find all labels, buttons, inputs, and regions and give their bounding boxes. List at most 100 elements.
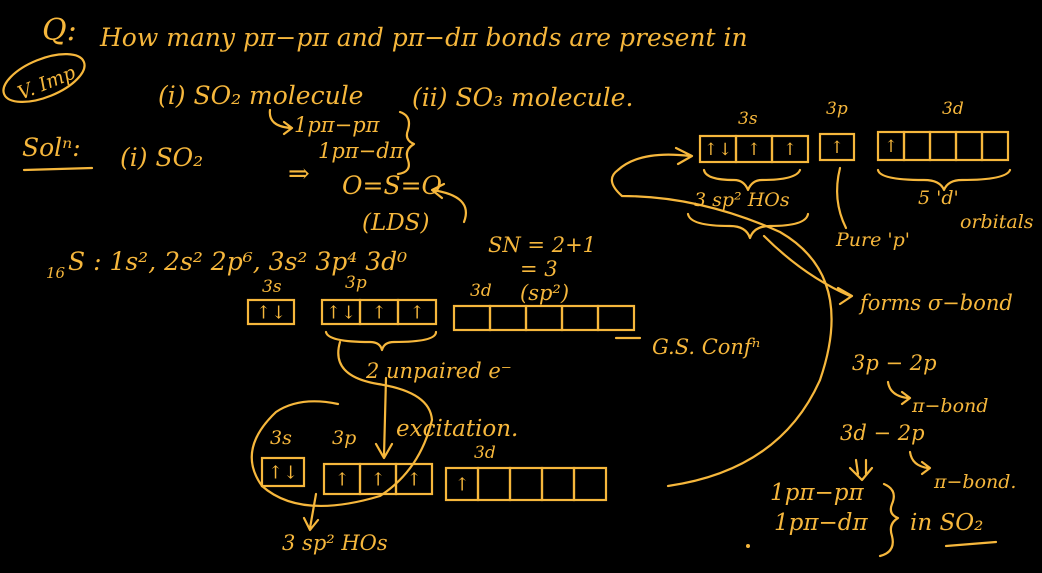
steric-number-value: = 3 [520,257,558,281]
steric-number: SN = 2+1 [488,233,596,257]
pp-overlap: 3p − 2p [852,351,937,375]
orbital-cell [572,466,608,502]
excitation-label: excitation. [396,416,518,442]
final-in-so2: in SO₂ [910,510,983,536]
electron-arrow: ↑ [747,140,761,160]
orbital-cell [508,466,544,502]
answer-pp: 1pπ−pπ [294,113,381,137]
es-hybrid-arrow [302,492,320,532]
solution-underline [22,166,94,172]
excitation-arrow [374,376,394,460]
orbital-cell [476,466,512,502]
lds-arrow [430,182,467,224]
orbital-cell [260,456,306,488]
gs-3d-orbital-box [452,304,636,332]
answer-hook-arrow [268,108,294,136]
final-underline [944,540,998,548]
gs-3p-orbital-box: ↑↓↑↑ [320,298,438,326]
ground-state-conf: G.S. Confⁿ [652,335,760,359]
pure-p-pointer [835,166,848,230]
orbital-cell [394,462,434,496]
es-3d-orbital-box: ↑ [444,466,608,502]
electron-arrow: ↑↓ [256,302,286,323]
pp-hook [886,380,912,406]
dp-pi-bond: π−bond. [933,471,1016,493]
excited-loop [250,340,434,508]
es-3p-orbital-box: ↑ ↑ ↑ [322,462,434,496]
hs-hybrid-brace [686,212,810,240]
es-3s-orbital-box: ↑↓ [260,456,306,488]
electron-arrow: ↑ [454,474,469,495]
electron-arrow: ↑ [370,469,385,490]
dot-mark [746,544,750,548]
final-pd: 1pπ−dπ [774,510,868,536]
so2-structure: O=S=O [342,171,442,200]
question-part-2: (ii) SO₃ molecule. [412,83,633,112]
orbital-cell [524,304,564,332]
electron-arrow: ↑ [830,138,844,158]
hs-label-3d: 3d [942,99,964,119]
answer-pd: 1pπ−dπ [318,139,405,163]
electron-arrow: ↑ [783,140,797,160]
gs-3s-orbital-box: ↑↓ [246,298,296,326]
electron-arrow: ↑ [409,302,424,323]
orbital-cell [770,134,810,164]
orbital-cell [246,298,296,326]
atomic-number: 16 [46,264,66,282]
sigma-bond-label: forms σ−bond [858,291,1013,315]
dp-hook [908,450,932,476]
pure-p-label: Pure 'p' [835,229,910,251]
solution-case: (i) SO₂ [120,143,203,172]
down-arrow [848,458,874,482]
gs-3p-brace [324,330,438,352]
electron-config: S : 1s², 2s² 2p⁶, 3s² 3p⁴ 3d⁰ [68,247,407,276]
orbital-cell [540,466,576,502]
electron-arrow: ↑↓ [268,462,298,483]
hs-d-orbital-box: ↑ [876,130,1010,162]
orbital-cell [928,130,958,162]
question-text: How many pπ−pπ and pπ−dπ bonds are prese… [99,23,748,52]
v-imp-badge: V. Imp [2,53,86,105]
orbital-cell [452,304,492,332]
solution-label: Solⁿ: [22,133,81,162]
electron-arrow: ↑ [406,469,421,490]
hs-hybrid-label: 3 sp² HOs [694,189,790,211]
gs-label-3s: 3s [262,277,282,297]
hs-sp2-orbital-box: ↑↓ ↑ ↑ [698,134,810,164]
hs-d-brace [876,168,1012,192]
question-part-1: (i) SO₂ molecule [158,81,363,110]
orbital-cell [980,130,1010,162]
electron-arrow: ↑ [884,137,898,157]
hs-d-label: orbitals [960,211,1034,233]
hs-label-3s: 3s [738,109,758,129]
gs-label-3p: 3p [345,273,367,293]
electron-arrow: ↑ [371,302,386,323]
hs-label-3p: 3p [826,99,848,119]
hybridisation-sp2: (sp²) [520,281,569,305]
implies-arrow: ⇒ [288,159,310,189]
electron-arrow: ↑ [334,469,349,490]
lds-label: (LDS) [362,210,429,236]
hs-p-orbital-box: ↑ [818,132,856,162]
orbital-cell [954,130,984,162]
orbital-cell [902,130,932,162]
orbital-cell [488,304,528,332]
final-brace [878,482,900,558]
sigma-pointer [762,234,854,306]
es-hybrid-label: 3 sp² HOs [282,531,388,555]
orbital-cell [396,298,438,326]
answer-brace [396,110,416,176]
dp-overlap: 3d − 2p [840,421,925,445]
orbital-cell [596,304,636,332]
final-pp: 1pπ−pπ [770,480,864,506]
hs-d-count: 5 'd' [918,187,959,209]
hs-sp2-brace [702,168,802,192]
flow-curve [610,146,833,488]
es-label-3p: 3p [332,427,356,449]
unpaired-electrons-note: 2 unpaired e⁻ [365,359,512,383]
question-label: Q: [42,13,77,48]
es-label-3d: 3d [474,443,496,463]
pp-pi-bond: π−bond [911,395,988,417]
electron-arrow: ↑↓ [704,140,733,160]
